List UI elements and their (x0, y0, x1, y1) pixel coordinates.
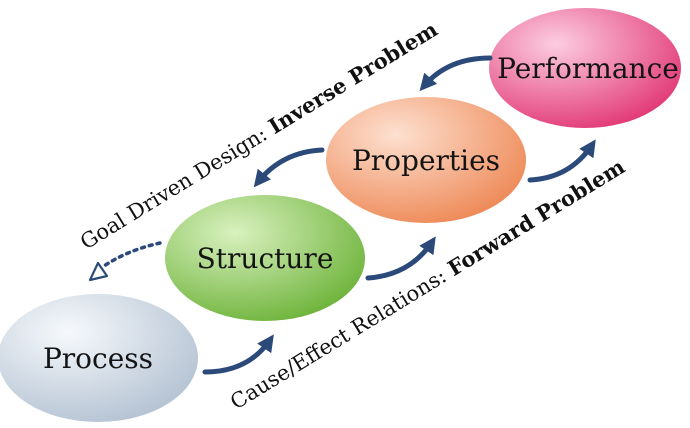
performance-node (489, 8, 681, 128)
structure-to-process-dotted-arrow (102, 241, 162, 268)
process-label: Process (43, 342, 153, 375)
structure-node (165, 195, 365, 321)
performance-label: Performance (497, 52, 679, 85)
structure-to-properties-arrow (365, 236, 436, 281)
properties-to-performance-arrow (527, 139, 596, 183)
structure-label: Structure (197, 242, 334, 275)
properties-node (326, 97, 526, 223)
properties-to-structure-arrow (253, 147, 325, 188)
dotted-arrow-head-icon (88, 261, 109, 282)
properties-label: Properties (352, 144, 500, 177)
process-node (0, 294, 198, 422)
process-to-structure-arrow (202, 334, 274, 375)
performance-to-properties-arrow (419, 55, 493, 92)
